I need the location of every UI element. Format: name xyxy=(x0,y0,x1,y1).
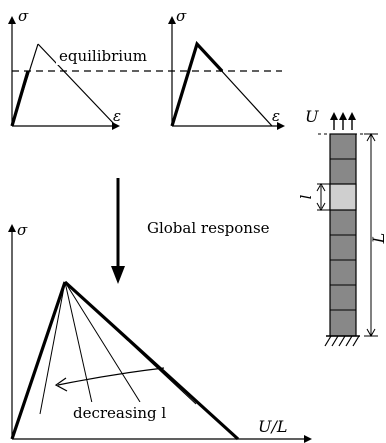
decreasing-arrow-head xyxy=(54,377,68,392)
global-response-arrow: Global response xyxy=(111,178,270,284)
top-right-plot: σ ε xyxy=(168,7,285,130)
element-dividers xyxy=(330,158,356,311)
x-axis-label: ε xyxy=(272,107,280,125)
x-axis-label: U/L xyxy=(258,417,288,436)
bottom-plot: σ U/L decreasing l xyxy=(8,221,312,443)
top-left-plot: σ ε equilibrium xyxy=(8,7,282,130)
softening-curve-3 xyxy=(64,281,141,403)
weak-element xyxy=(329,183,357,211)
softening-curve-2 xyxy=(64,281,95,413)
arrow-head xyxy=(111,266,125,284)
ground-hatching xyxy=(324,335,360,347)
annotation-bg xyxy=(70,402,176,422)
bar-specimen: U l L xyxy=(297,107,386,347)
global-response-label: Global response xyxy=(147,219,270,237)
decreasing-l-annotation: decreasing l xyxy=(73,404,166,422)
equilibrium-label: equilibrium xyxy=(59,47,147,65)
y-axis-label: σ xyxy=(176,7,187,25)
length-dim-arrow-bottom xyxy=(366,328,376,338)
softening-branch xyxy=(37,43,117,127)
x-axis-label: ε xyxy=(113,107,121,125)
y-axis-label: σ xyxy=(17,221,28,239)
length-dim-arrow-top xyxy=(366,132,376,142)
peak-loading-branch xyxy=(10,281,67,440)
y-axis-label: σ xyxy=(18,7,29,25)
active-branch xyxy=(170,40,224,127)
segment-length-label: l xyxy=(297,194,315,199)
softening-curve-1 xyxy=(39,281,66,415)
top-displacement-label: U xyxy=(305,107,319,126)
equilibrium-label-bg xyxy=(56,46,166,65)
softening-curve-4 xyxy=(64,281,197,405)
decreasing-arrow-arc xyxy=(57,367,165,386)
unloading-branch xyxy=(10,70,30,127)
bar-length-label: L xyxy=(369,233,386,245)
outer-softening-branch xyxy=(63,280,240,441)
